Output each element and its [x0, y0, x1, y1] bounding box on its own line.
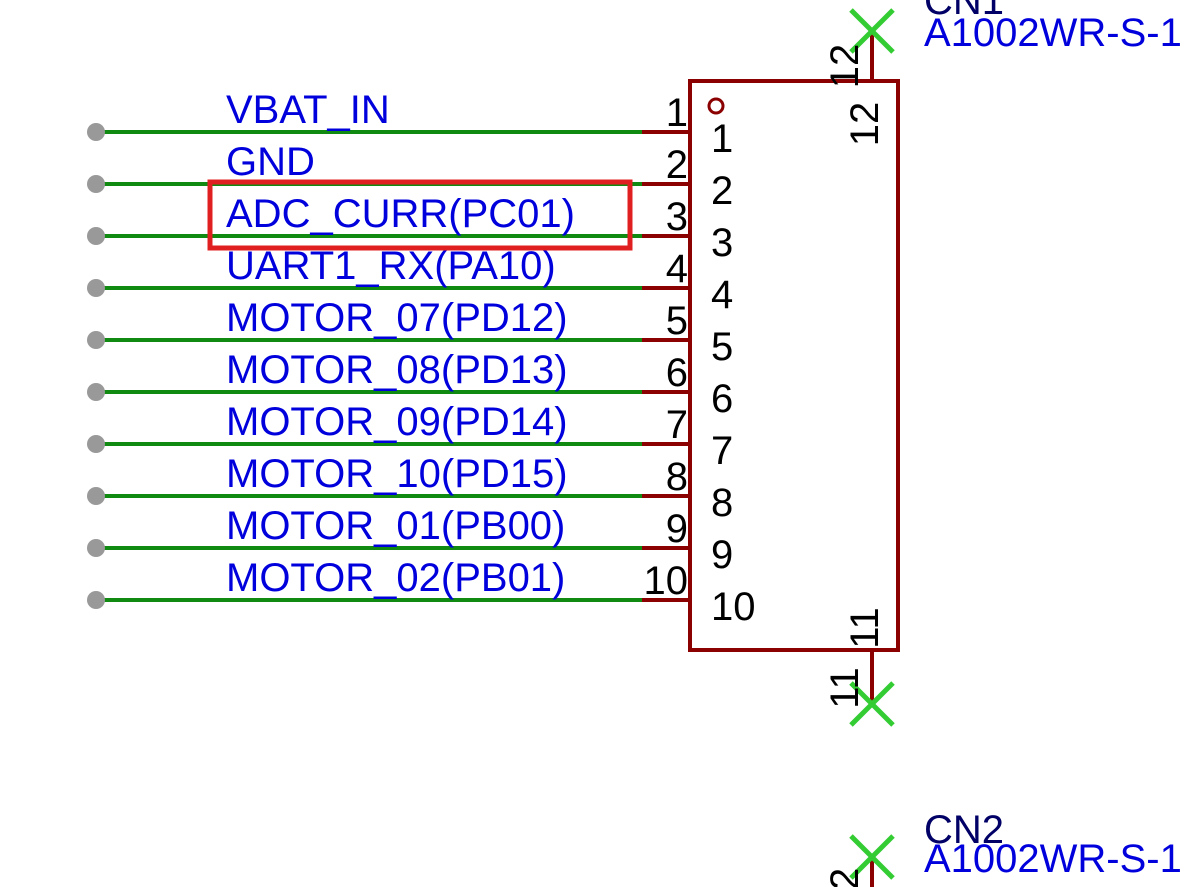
- net-label-1[interactable]: VBAT_IN: [226, 88, 390, 132]
- pin-row-1: VBAT_IN 11: [87, 88, 733, 161]
- wire-endpoint-9[interactable]: [87, 539, 105, 557]
- pin-row-10: MOTOR_02(PB01) 10 10: [87, 556, 756, 629]
- pin-row-3: ADC_CURR(PC01) 33: [87, 192, 733, 265]
- cn2-value: A1002WR-S-1: [924, 837, 1182, 881]
- cn1-body[interactable]: [688, 79, 900, 652]
- wire-endpoint-10[interactable]: [87, 591, 105, 609]
- wire-endpoint-2[interactable]: [87, 175, 105, 193]
- wire-endpoint-8[interactable]: [87, 487, 105, 505]
- pin-num-inner-2: 2: [711, 169, 733, 213]
- cn2-pin12-noconnect-icon: [849, 834, 895, 880]
- pin-num-outer-6: 6: [666, 351, 688, 395]
- cn1-pin12-outer-num: 12: [823, 44, 867, 89]
- wire-endpoint-1[interactable]: [87, 123, 105, 141]
- pin-row-7: MOTOR_09(PD14) 77: [87, 400, 733, 473]
- net-label-2[interactable]: GND: [226, 140, 315, 184]
- pin-num-outer-4: 4: [666, 247, 688, 291]
- pin-row-6: MOTOR_08(PD13) 66: [87, 348, 733, 421]
- pin-row-5: MOTOR_07(PD12) 55: [87, 296, 733, 369]
- net-label-6[interactable]: MOTOR_08(PD13): [226, 348, 568, 392]
- net-label-3[interactable]: ADC_CURR(PC01): [226, 192, 575, 236]
- pin-num-outer-5: 5: [666, 299, 688, 343]
- pin-row-4: UART1_RX(PA10) 44: [87, 244, 733, 317]
- pin-num-inner-10: 10: [711, 585, 756, 629]
- pin-num-inner-8: 8: [711, 481, 733, 525]
- cn1-pin11-inner-num: 11: [843, 607, 887, 649]
- net-label-5[interactable]: MOTOR_07(PD12): [226, 296, 568, 340]
- cn1-pin12-noconnect-icon: [849, 8, 895, 54]
- wire-endpoint-3[interactable]: [87, 227, 105, 245]
- wire-endpoint-4[interactable]: [87, 279, 105, 297]
- wire-endpoint-7[interactable]: [87, 435, 105, 453]
- pin-num-inner-4: 4: [711, 273, 733, 317]
- pin-num-inner-7: 7: [711, 429, 733, 473]
- cn1-pin11-noconnect-icon: [849, 681, 895, 727]
- net-label-8[interactable]: MOTOR_10(PD15): [226, 452, 568, 496]
- pin-num-outer-2: 2: [666, 143, 688, 187]
- net-label-10[interactable]: MOTOR_02(PB01): [226, 556, 565, 600]
- cn1-pin12-inner-num: 12: [843, 102, 887, 147]
- pin-num-inner-6: 6: [711, 377, 733, 421]
- highlight-box: [207, 179, 633, 251]
- pin-num-inner-3: 3: [711, 221, 733, 265]
- cn1-pin11-outer-num: 11: [823, 667, 867, 709]
- pin-num-outer-9: 9: [666, 507, 688, 551]
- pin1-marker: [707, 97, 725, 115]
- pin-row-8: MOTOR_10(PD15) 88: [87, 452, 733, 525]
- pin-num-inner-5: 5: [711, 325, 733, 369]
- cn2-pin12-outer-num: 12: [823, 868, 867, 887]
- pin-num-outer-8: 8: [666, 455, 688, 499]
- pin-num-outer-1: 1: [666, 91, 688, 135]
- pin-row-9: MOTOR_01(PB00) 99: [87, 504, 733, 577]
- pin-num-inner-9: 9: [711, 533, 733, 577]
- net-label-4[interactable]: UART1_RX(PA10): [226, 244, 556, 288]
- wire-endpoint-6[interactable]: [87, 383, 105, 401]
- pin-num-outer-7: 7: [666, 403, 688, 447]
- pin-num-inner-1: 1: [711, 117, 733, 161]
- cn2-ref: CN2: [924, 808, 1004, 852]
- cn1-value: A1002WR-S-1: [924, 11, 1182, 55]
- net-label-9[interactable]: MOTOR_01(PB00): [226, 504, 565, 548]
- pin-num-outer-10: 10: [644, 559, 689, 603]
- cn1-ref: CN1: [924, 0, 1004, 23]
- wire-endpoint-5[interactable]: [87, 331, 105, 349]
- net-label-7[interactable]: MOTOR_09(PD14): [226, 400, 568, 444]
- pin-num-outer-3: 3: [666, 195, 688, 239]
